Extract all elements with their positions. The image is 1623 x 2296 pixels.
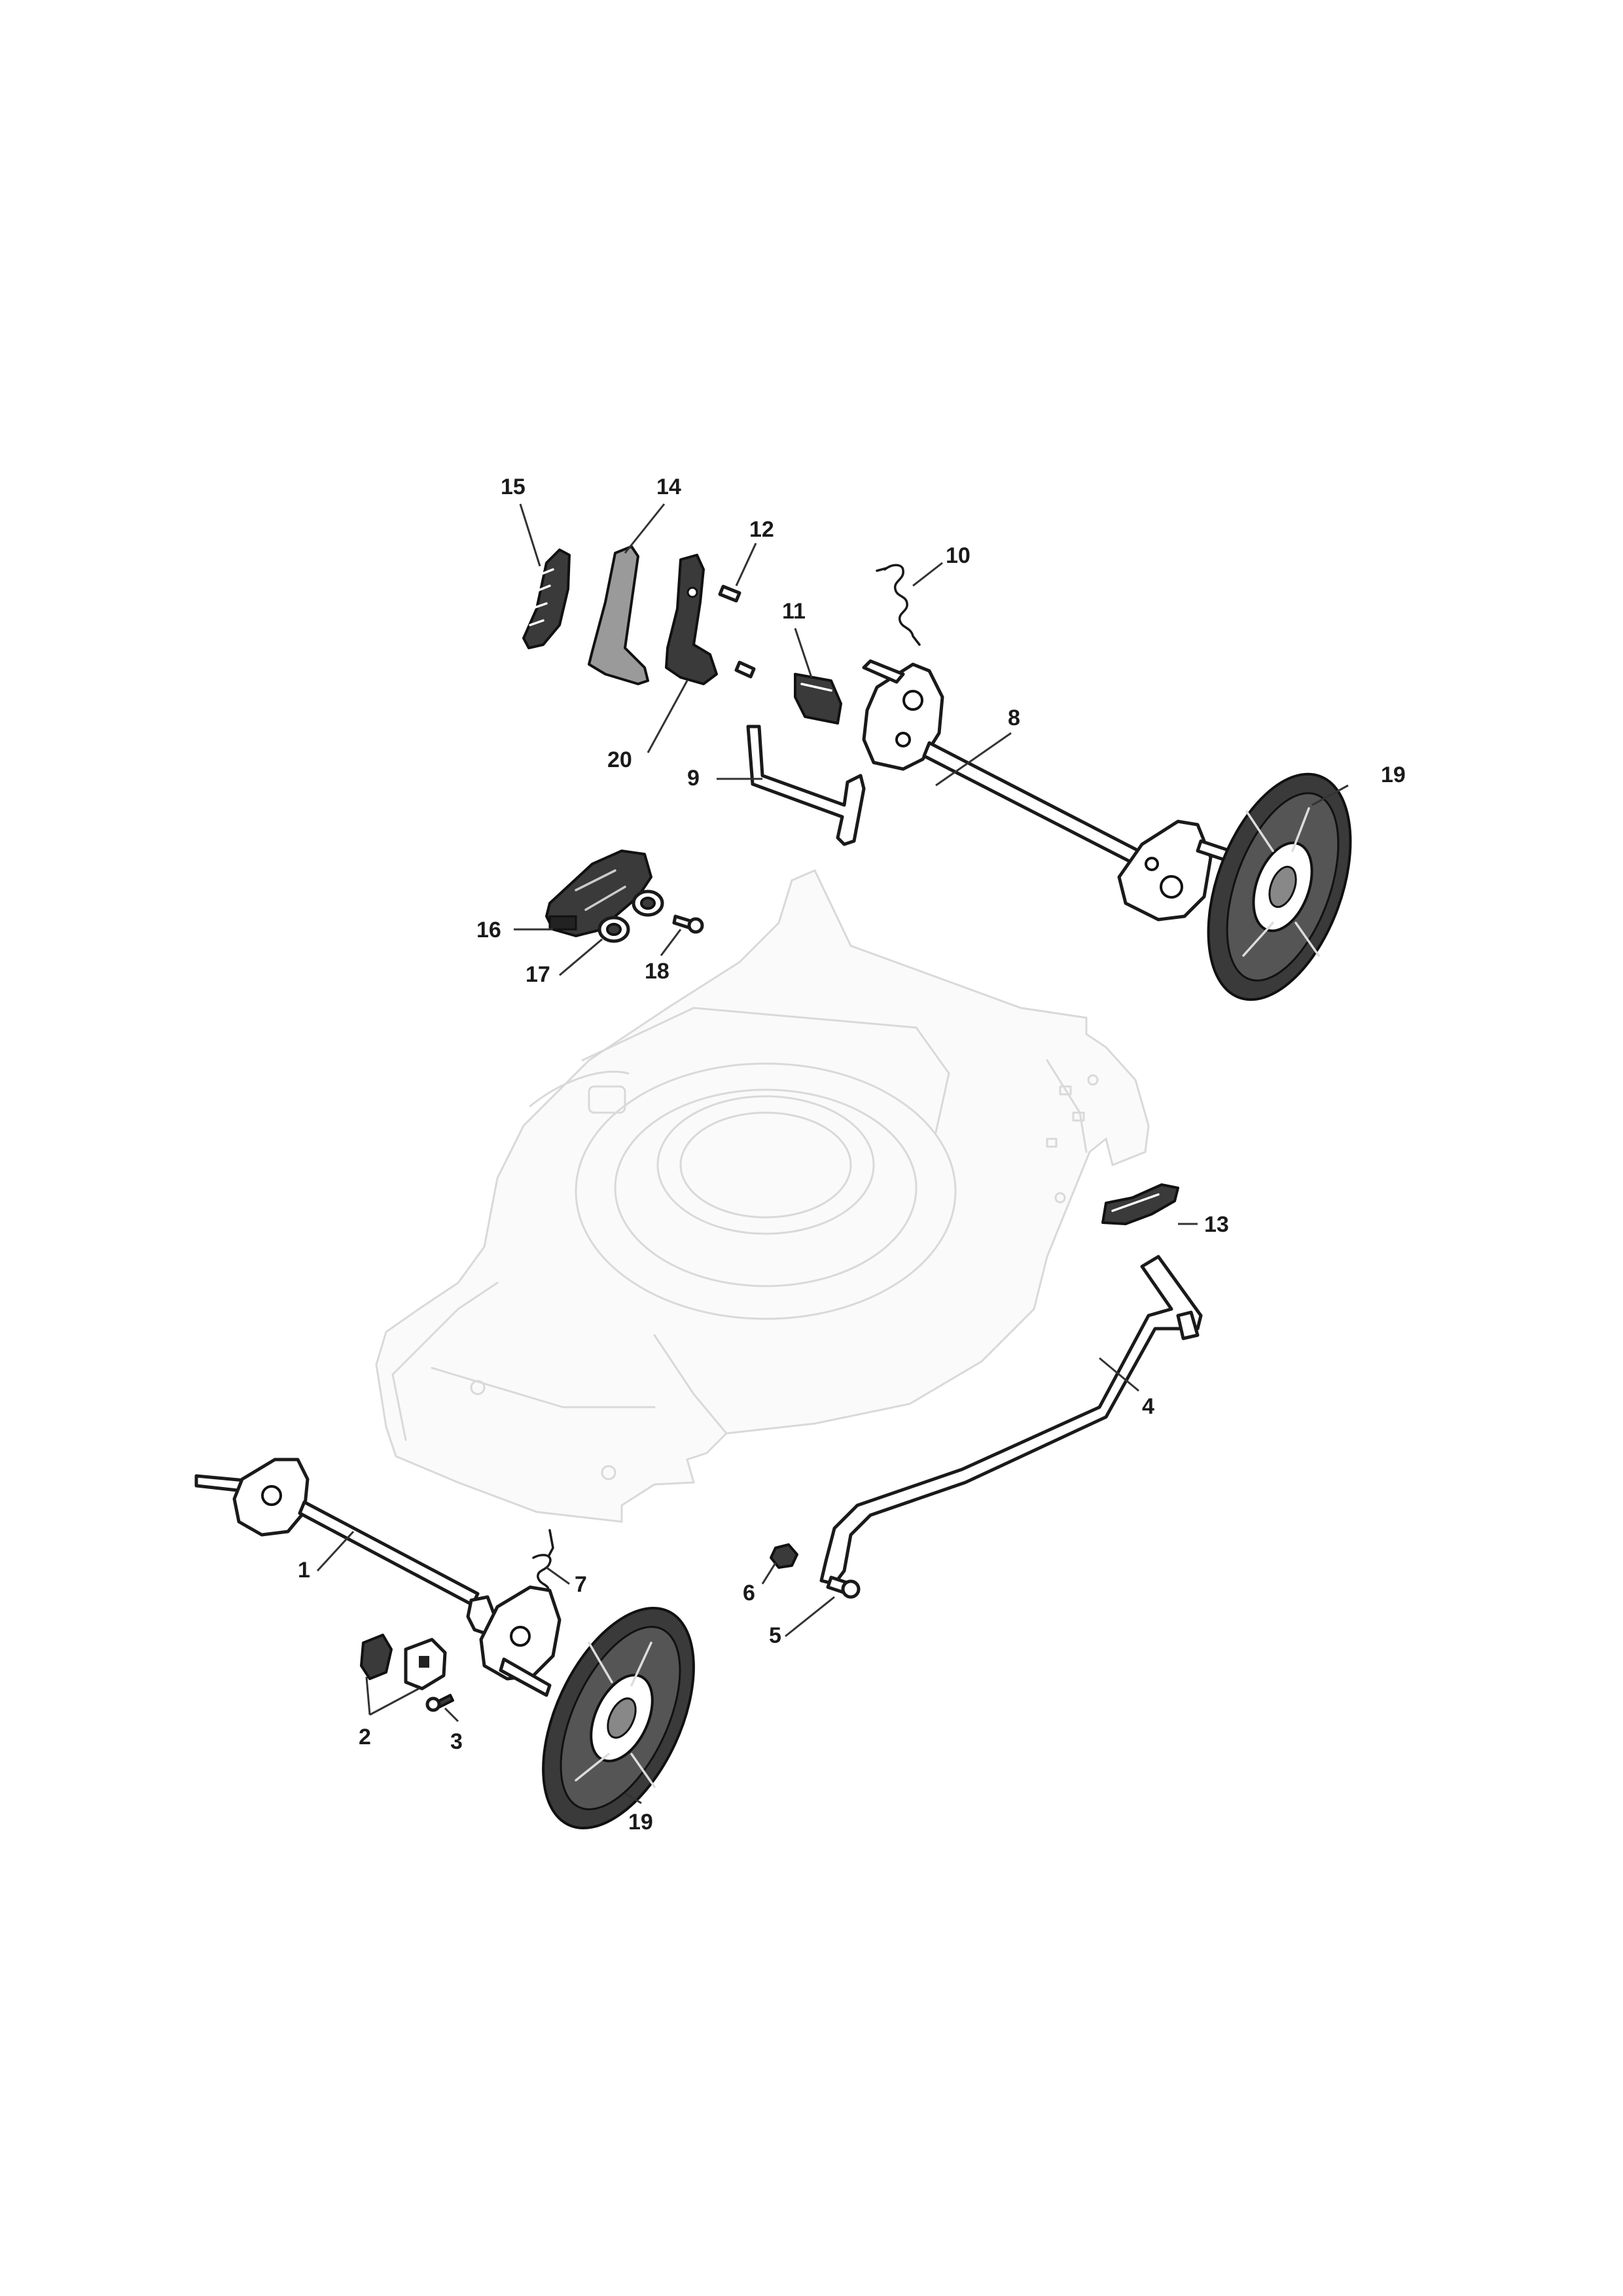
callout-19-front: 19: [628, 1810, 653, 1835]
callout-15: 15: [501, 475, 526, 499]
callout-12: 12: [749, 517, 774, 542]
part-4-connecting-rod: [819, 1255, 1203, 1586]
part-18-bolt: [672, 914, 704, 934]
part-13-catch: [1101, 1183, 1179, 1225]
part-17-washers: [597, 889, 664, 943]
callout-20: 20: [607, 747, 632, 772]
part-15-height-rack: [522, 548, 571, 649]
callout-14: 14: [656, 475, 681, 499]
callout-8: 8: [1008, 706, 1020, 730]
part-19-rear-wheel: [1207, 772, 1352, 1001]
part-16-height-lever: [545, 850, 652, 937]
callout-3: 3: [450, 1729, 463, 1754]
callout-6: 6: [743, 1581, 755, 1605]
part-11-clip: [794, 673, 842, 725]
callout-4: 4: [1142, 1394, 1154, 1419]
callout-7: 7: [575, 1572, 587, 1597]
callout-13: 13: [1204, 1212, 1229, 1237]
callout-5: 5: [769, 1623, 781, 1648]
part-8-rear-axle: [862, 659, 1232, 922]
part-14-lever-cover: [588, 545, 649, 685]
part-5-pin: [826, 1575, 861, 1599]
mower-deck-ghost: [375, 869, 1150, 1523]
part-2-clamp-set: [360, 1634, 447, 1691]
callout-19-rear: 19: [1381, 762, 1406, 787]
part-9-bent-rod: [746, 725, 866, 846]
part-1-front-axle: [194, 1458, 562, 1697]
callout-1: 1: [298, 1558, 310, 1583]
callout-2: 2: [359, 1725, 371, 1749]
callout-10: 10: [946, 543, 971, 568]
part-19-front-wheel: [542, 1606, 695, 1830]
leader-lines: [316, 503, 1349, 1804]
part-10-spring: [876, 564, 921, 646]
part-3-screw: [425, 1694, 454, 1712]
part-20-lever-bracket: [665, 554, 718, 685]
callout-9: 9: [687, 766, 700, 791]
part-12-screws: [718, 584, 756, 679]
callout-18: 18: [645, 959, 669, 984]
callout-11: 11: [782, 599, 806, 624]
callout-labels: 15 14 12 10 11 8 9 19 20 16 17 18 13 4 6…: [298, 475, 1406, 1835]
callout-16: 16: [476, 918, 501, 942]
callout-17: 17: [526, 962, 550, 987]
part-6-nut: [770, 1543, 798, 1569]
